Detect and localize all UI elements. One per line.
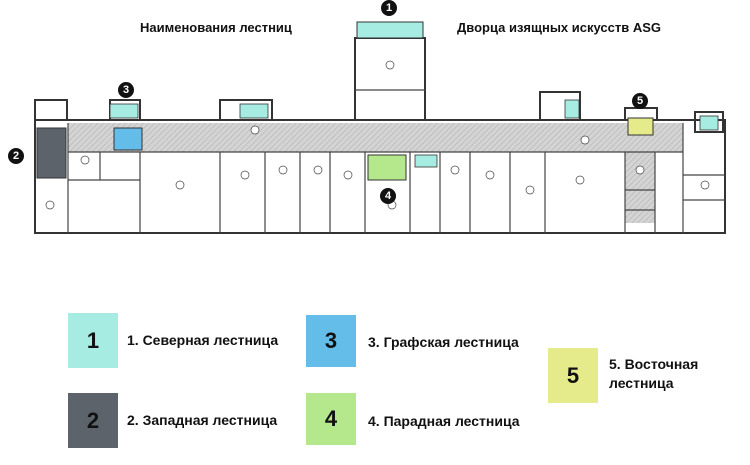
- legend-swatch-4: 4: [306, 393, 356, 445]
- north-stair-area: [356, 21, 424, 39]
- floor-plan: [34, 21, 726, 234]
- marker-3: 3: [118, 82, 134, 98]
- count-stair-area: [113, 127, 143, 151]
- marker-4: 4: [380, 188, 396, 204]
- legend-label-5: 5. Восточная лестница: [609, 356, 699, 391]
- legend-label-4: 4. Парадная лестница: [368, 413, 520, 429]
- legend-swatch-1: 1: [68, 313, 118, 368]
- service-cells: [109, 99, 719, 168]
- corridor: [68, 123, 683, 223]
- west-stair-area: [36, 127, 67, 179]
- legend-swatch-5: 5: [548, 348, 598, 403]
- east-stair-area: [627, 117, 654, 136]
- parade-stair-area: [367, 154, 407, 181]
- marker-5: 5: [632, 93, 648, 109]
- marker-2: 2: [8, 148, 24, 164]
- stair-areas: [36, 21, 654, 181]
- legend-swatch-2: 2: [68, 393, 118, 448]
- legend-swatch-3: 3: [306, 315, 356, 367]
- marker-1: 1: [381, 0, 397, 16]
- legend-label-1: 1. Северная лестница: [127, 332, 279, 348]
- room-markers: [45, 60, 710, 210]
- right-title: Дворца изящных искусств ASG: [457, 20, 661, 35]
- legend-label-2: 2. Западная лестница: [127, 412, 278, 428]
- interior-walls: [67, 89, 725, 233]
- left-title: Наименования лестниц: [140, 20, 292, 35]
- legend-label-3: 3. Графская лестница: [368, 334, 519, 350]
